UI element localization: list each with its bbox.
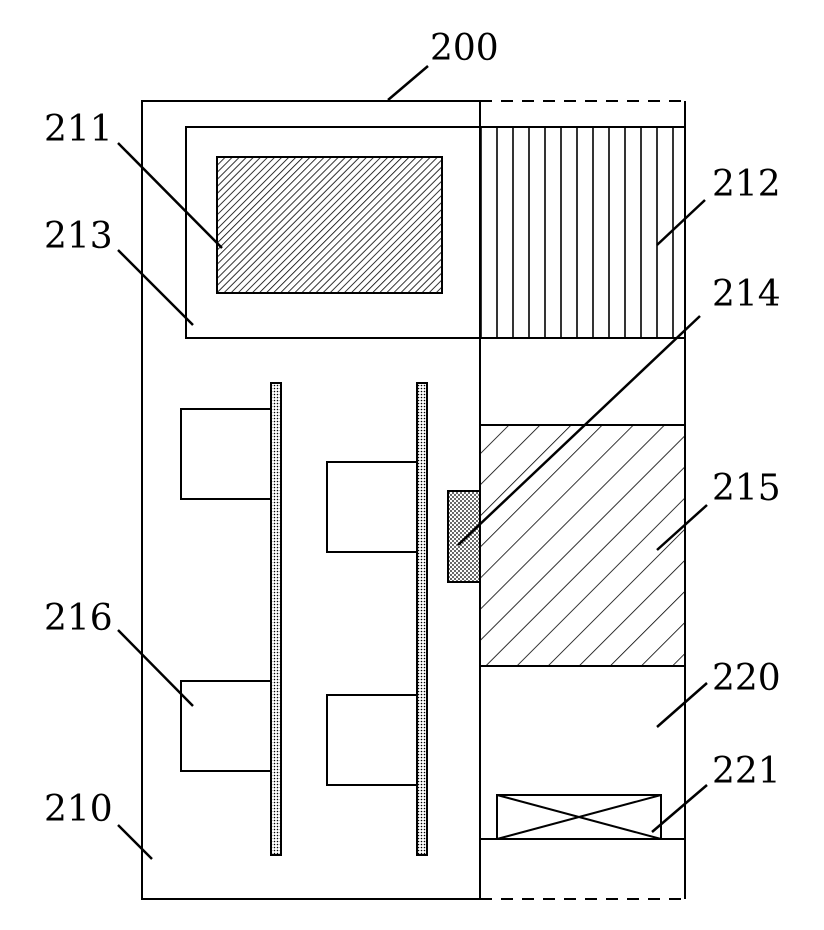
hatched-block-211 [217, 157, 442, 293]
label-210: 210 [44, 789, 113, 830]
label-220: 220 [712, 658, 781, 699]
label-221: 221 [712, 751, 781, 792]
square-top-left [181, 409, 271, 499]
square-bottom-right [327, 695, 417, 785]
label-215: 215 [712, 468, 781, 509]
dotted-bar-right [417, 383, 427, 855]
label-212: 212 [712, 164, 781, 205]
label-211: 211 [44, 109, 113, 150]
crossed-box-221 [497, 795, 661, 839]
dotted-block-214 [448, 491, 480, 582]
label-200: 200 [430, 28, 499, 69]
square-top-right [327, 462, 417, 552]
label-214: 214 [712, 274, 781, 315]
dotted-bar-left [271, 383, 281, 855]
square-bottom-left [181, 681, 271, 771]
striped-block-212 [480, 127, 685, 338]
label-213: 213 [44, 216, 113, 257]
label-216: 216 [44, 598, 113, 639]
hatched-block-215 [480, 425, 685, 666]
